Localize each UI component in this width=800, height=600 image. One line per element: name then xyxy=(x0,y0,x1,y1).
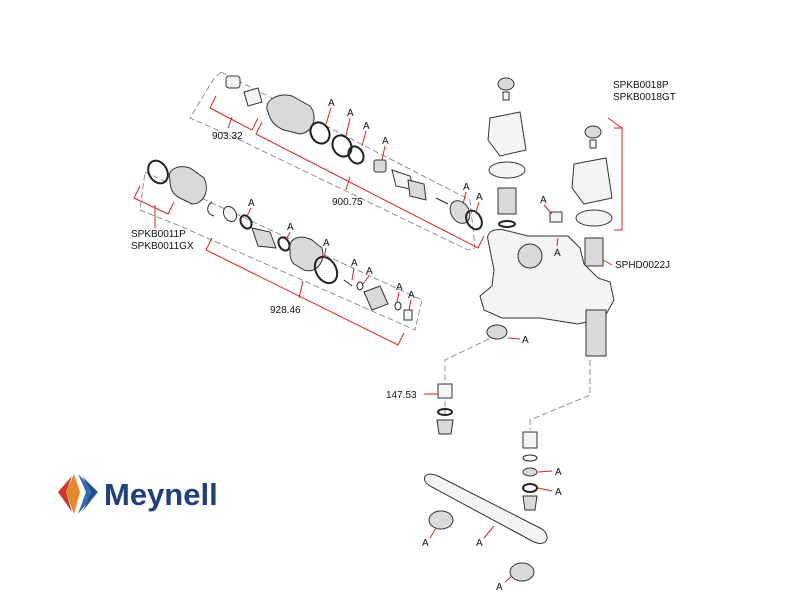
small-ring-2 xyxy=(394,301,402,311)
nozzle-right xyxy=(522,495,538,511)
chevron-logo-icon xyxy=(58,474,98,514)
washer-right-2 xyxy=(522,467,538,477)
threaded-shank xyxy=(585,309,607,357)
marker-a: A xyxy=(347,108,354,119)
o-ring-9 xyxy=(437,408,453,416)
label-900-75: 900.75 xyxy=(332,197,363,208)
handle-knob-part xyxy=(168,166,207,205)
screw-hot xyxy=(502,91,510,101)
o-ring-hot xyxy=(498,220,516,228)
spindle-tip-part xyxy=(243,87,263,107)
o-ring-1 xyxy=(309,121,331,145)
backnut-right xyxy=(509,562,535,582)
marker-a: A xyxy=(554,248,561,259)
handle-cold xyxy=(571,157,613,205)
label-spkb0011gx: SPKB0011GX xyxy=(131,241,194,252)
service-markers: A A A A A A A A A A A A A A A A A A A A … xyxy=(248,98,562,593)
base-gasket xyxy=(423,473,548,544)
headwork-hot xyxy=(497,187,517,215)
washer-part xyxy=(449,200,471,224)
headwork-cold xyxy=(584,237,604,267)
circlip-part xyxy=(207,201,215,217)
spindle-part xyxy=(407,179,427,201)
marker-a: A xyxy=(248,198,255,209)
assembly-guides xyxy=(139,71,591,430)
leaders xyxy=(246,107,613,583)
marker-a: A xyxy=(287,222,294,233)
nozzle-part xyxy=(436,419,454,435)
marker-a: A xyxy=(396,282,403,293)
cold-cartridge-group xyxy=(147,159,413,321)
label-spkb0011p: SPKB0011P xyxy=(131,229,186,240)
small-insert xyxy=(549,211,563,223)
label-sphd0022j: SPHD0022J xyxy=(615,260,670,271)
handle-cap-cold xyxy=(584,125,602,139)
part-labels: 903.32 900.75 928.46 147.53 SPKB0011P SP… xyxy=(131,80,676,401)
body-port xyxy=(517,243,543,269)
shroud-part xyxy=(266,94,315,135)
marker-a: A xyxy=(555,487,562,498)
fittings-group xyxy=(423,383,548,582)
marker-a: A xyxy=(351,258,358,269)
meynell-logo: Meynell xyxy=(58,474,218,514)
marker-a: A xyxy=(382,136,389,147)
tap-body xyxy=(479,229,615,325)
o-ring-5 xyxy=(147,159,169,185)
o-ring-8 xyxy=(313,255,339,285)
handle-cap-hot xyxy=(497,77,515,91)
label-928-46: 928.46 xyxy=(270,305,301,316)
nut-part xyxy=(373,159,387,173)
cover-plate-cold xyxy=(575,209,613,227)
marker-a: A xyxy=(408,290,415,301)
fitting-right xyxy=(522,431,538,449)
o-ring-4 xyxy=(465,209,483,231)
small-spring xyxy=(435,197,449,205)
pin-part xyxy=(343,279,353,287)
washer-part-2 xyxy=(222,205,238,223)
marker-a: A xyxy=(323,238,330,249)
marker-a: A xyxy=(496,582,503,593)
label-spkb0018gt: SPKB0018GT xyxy=(613,92,676,103)
spindle-part-2 xyxy=(251,227,277,249)
marker-a: A xyxy=(463,182,470,193)
marker-a: A xyxy=(555,467,562,478)
marker-a: A xyxy=(476,192,483,203)
tap-body-group xyxy=(479,77,615,357)
cover-plate-hot xyxy=(488,161,526,179)
marker-a: A xyxy=(476,538,483,549)
brand-name: Meynell xyxy=(104,477,218,512)
cap-part xyxy=(225,75,241,89)
marker-a: A xyxy=(540,195,547,206)
label-spkb0018p: SPKB0018P xyxy=(613,80,669,91)
label-147-53: 147.53 xyxy=(386,390,417,401)
o-ring-3 xyxy=(347,145,365,165)
o-ring-6 xyxy=(239,214,253,230)
small-pin xyxy=(403,309,413,321)
o-ring-2 xyxy=(331,134,353,158)
group-brackets xyxy=(133,95,623,346)
bottom-insert xyxy=(486,324,508,340)
handle-hot xyxy=(487,111,527,157)
backnut-left xyxy=(428,510,454,530)
washer-right xyxy=(522,454,538,462)
small-ring xyxy=(356,281,364,291)
marker-a: A xyxy=(363,121,370,132)
o-ring-7 xyxy=(277,236,291,252)
o-ring-right xyxy=(522,483,538,493)
marker-a: A xyxy=(366,266,373,277)
hot-cartridge-group xyxy=(225,75,483,231)
screw-cold xyxy=(589,139,597,149)
marker-a: A xyxy=(422,538,429,549)
marker-a: A xyxy=(522,335,529,346)
valve-body-part xyxy=(363,285,389,311)
shroud-part-2 xyxy=(289,236,324,272)
label-903-32: 903.32 xyxy=(212,131,243,142)
marker-a: A xyxy=(328,98,335,109)
fitting-147-53 xyxy=(437,383,453,399)
